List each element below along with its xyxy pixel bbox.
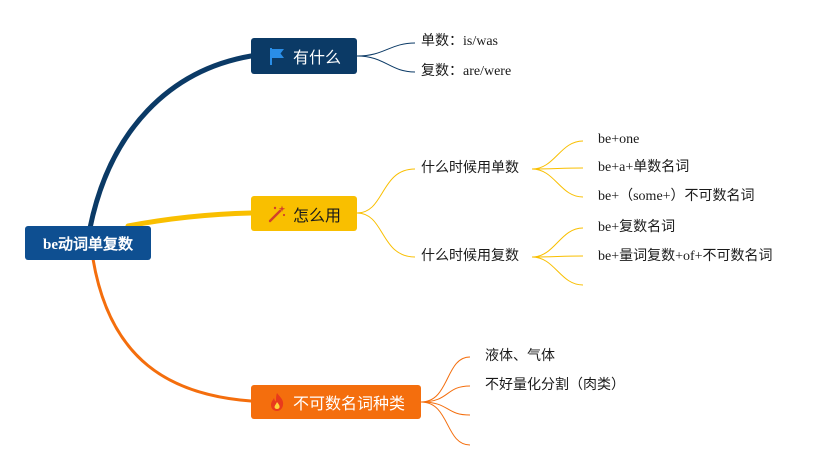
leaf-singular[interactable]: 单数：is/was (421, 34, 498, 49)
branch-topic-2[interactable]: 怎么用 (251, 196, 357, 231)
branch-3-leaf-3-line (420, 401, 471, 416)
fire-icon (267, 392, 287, 412)
leaf-plural[interactable]: 复数：are/were (421, 64, 512, 79)
branch-topic-1[interactable]: 有什么 (251, 38, 357, 74)
group-1-leaf-1-line (531, 140, 584, 170)
root-to-branch-1-line (87, 53, 254, 231)
branch-3-leaf-4-line (420, 401, 471, 446)
root-topic-label: be动词单复数 (42, 236, 133, 253)
leaf-be-one[interactable]: be+one (598, 132, 640, 147)
root-to-branch-3-line (91, 257, 253, 403)
group-1-leaf-3-line (531, 168, 584, 198)
subtopic-when-singular[interactable]: 什么时候用单数 (421, 161, 519, 176)
branch-1-leaf-1-line (356, 42, 416, 57)
leaf-hard-to-quantify[interactable]: 不好量化分割（肉类） (485, 378, 625, 393)
leaf-be-plural-noun[interactable]: be+复数名词 (598, 220, 676, 235)
magic-wand-icon (267, 204, 287, 224)
branch-topic-2-label: 怎么用 (292, 207, 341, 225)
branch-3-leaf-1-line (420, 356, 471, 403)
group-1-leaf-2-line (531, 167, 584, 170)
root-topic[interactable]: be动词单复数 (25, 226, 151, 260)
leaf-be-quantifier-of-uncountable[interactable]: be+量词复数+of+不可数名词 (598, 249, 773, 264)
branch-topic-1-label: 有什么 (292, 50, 341, 67)
branch-topic-3-label: 不可数名词种类 (292, 396, 405, 413)
leaf-be-a-singular-noun[interactable]: be+a+单数名词 (598, 160, 690, 175)
leaf-liquid-gas[interactable]: 液体、气体 (485, 349, 555, 364)
flag-icon (267, 46, 287, 66)
branch-2-group-2-line (356, 212, 416, 258)
group-2-leaf-3-line (531, 256, 584, 286)
root-to-branch-2-line (125, 210, 254, 229)
group-2-leaf-2-line (531, 255, 584, 258)
branch-1-leaf-2-line (356, 55, 416, 73)
branch-topic-3[interactable]: 不可数名词种类 (251, 385, 421, 419)
group-2-leaf-1-line (531, 227, 584, 258)
leaf-be-some-uncountable[interactable]: be+（some+）不可数名词 (598, 189, 755, 204)
branch-2-group-1-line (356, 168, 416, 214)
branch-3-leaf-2-line (420, 385, 471, 403)
subtopic-when-plural[interactable]: 什么时候用复数 (421, 249, 519, 264)
